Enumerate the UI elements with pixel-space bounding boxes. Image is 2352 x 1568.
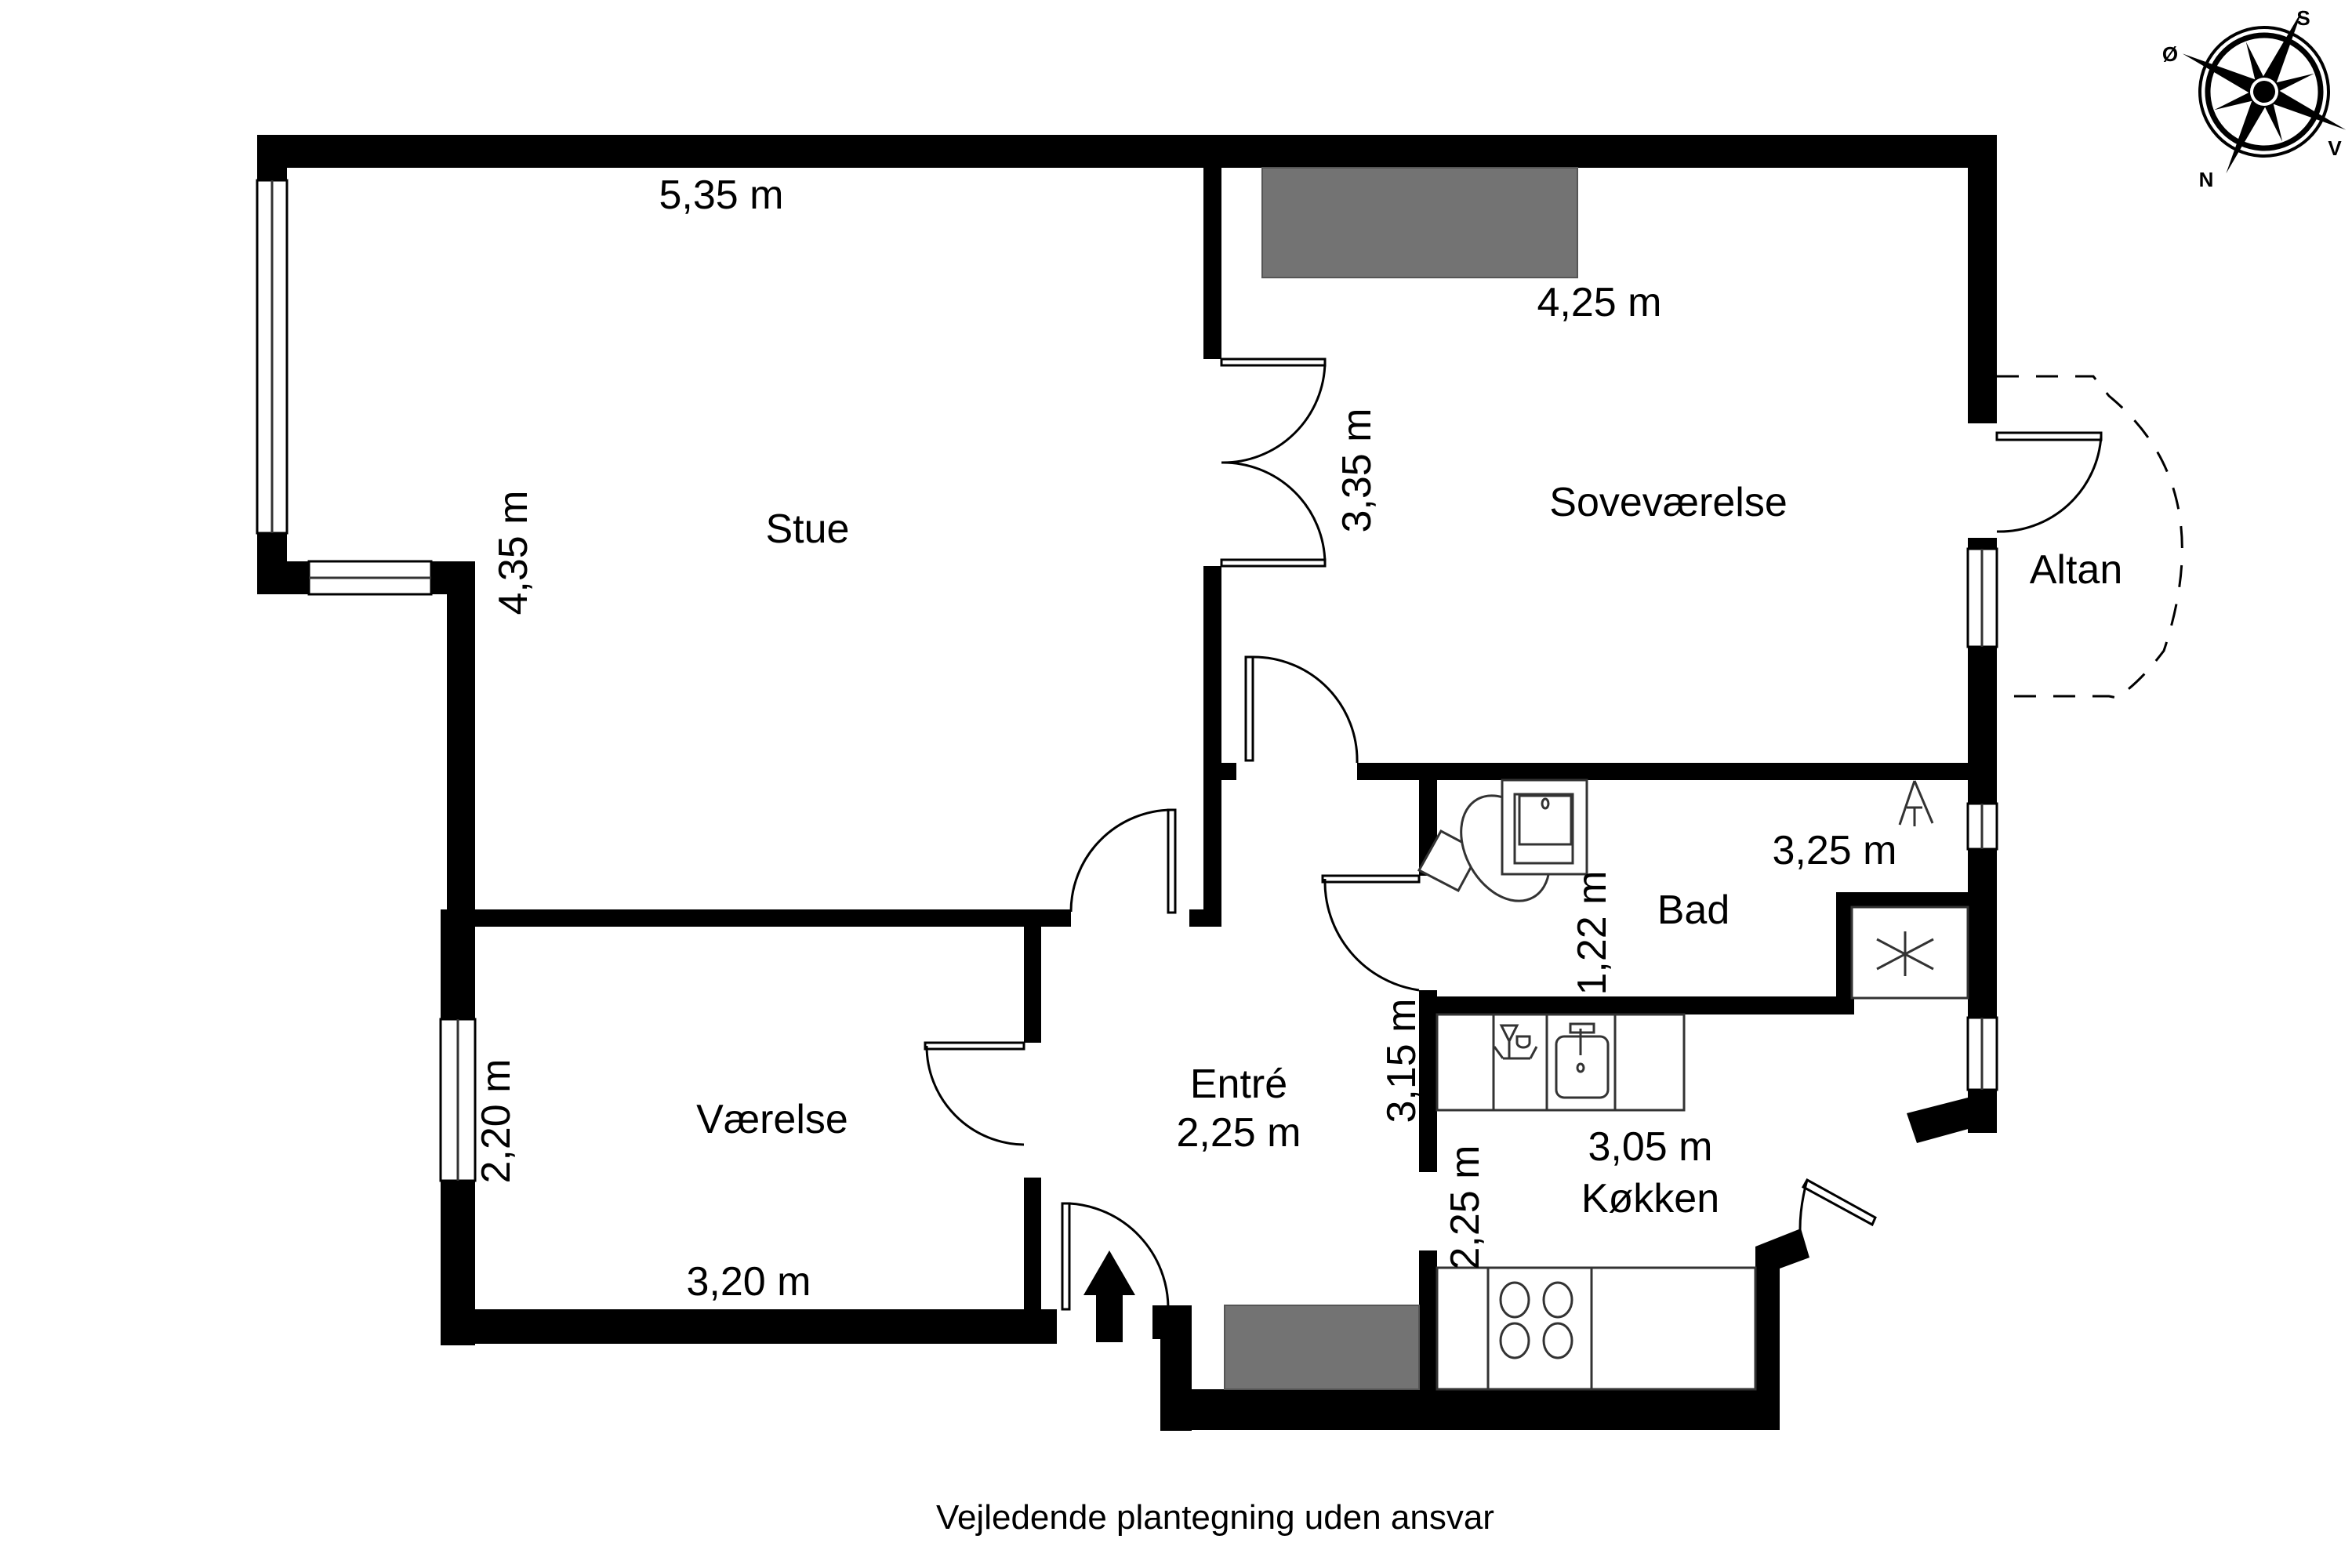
stue-depth-label: 4,35 m xyxy=(491,491,536,615)
vaerelse-name-label: Værelse xyxy=(696,1097,848,1142)
door-hall-sovevaerelse xyxy=(1244,655,1359,764)
double-door-stue-sovevaerelse xyxy=(1220,358,1327,568)
vaerelse-depth-label: 2,20 m xyxy=(474,1059,519,1184)
entre-name-label: Entré xyxy=(1190,1062,1287,1107)
kitchen-counter-lower xyxy=(1436,1266,1757,1391)
windows xyxy=(256,179,1998,1182)
door-front xyxy=(1061,1202,1170,1311)
door-altan xyxy=(1995,375,2183,699)
labels: 5,35 m Stue 4,35 m 4,25 m Soveværelse 3,… xyxy=(474,172,2122,1305)
wardrobe-sovevaerelse xyxy=(1261,167,1578,278)
kitchen-counter-upper xyxy=(1436,1013,1686,1112)
doors xyxy=(924,358,2183,1311)
vaerelse-width-label: 3,20 m xyxy=(687,1259,811,1305)
compass-label-north: N xyxy=(2199,168,2214,191)
bad-name-label: Bad xyxy=(1657,887,1730,933)
entrance-arrow-icon xyxy=(1083,1250,1135,1342)
compass-rose-icon xyxy=(2182,9,2347,174)
dishwasher-icon xyxy=(1493,1024,1538,1060)
door-bad xyxy=(1321,874,1421,992)
stue-name-label: Stue xyxy=(766,506,850,552)
freezer-snowflake-icon xyxy=(1850,906,1969,1000)
bad-width-label: 3,25 m xyxy=(1773,828,1897,873)
door-stue-entre xyxy=(1069,808,1177,914)
stue-width-label: 5,35 m xyxy=(659,172,784,218)
compass-label-south: S xyxy=(2296,6,2310,30)
compass-label-west: V xyxy=(2328,136,2342,160)
fixtures xyxy=(1083,167,1969,1391)
shower-icon xyxy=(1501,779,1588,876)
sovevaerelse-depth-label: 3,35 m xyxy=(1334,408,1380,533)
sovevaerelse-width-label: 4,25 m xyxy=(1537,280,1662,325)
sovevaerelse-name-label: Soveværelse xyxy=(1549,480,1787,525)
closet-entre xyxy=(1224,1305,1420,1390)
altan-name-label: Altan xyxy=(2030,547,2123,593)
compass-label-east: Ø xyxy=(2162,42,2178,66)
stove-hob-icon xyxy=(1499,1281,1573,1359)
disclaimer-text: Vejledende plantegning uden ansvar xyxy=(936,1498,1494,1537)
kokken-depth-label: 2,25 m xyxy=(1443,1145,1488,1270)
door-vaerelse xyxy=(924,1041,1025,1146)
walls xyxy=(257,135,1997,1431)
door-kitchen-bay xyxy=(1798,1178,1877,1259)
kokken-width-label: 3,05 m xyxy=(1588,1124,1713,1170)
shower-head-icon xyxy=(1898,780,1934,826)
entre-depth-label: 3,15 m xyxy=(1379,999,1425,1123)
entre-width-label: 2,25 m xyxy=(1177,1110,1301,1156)
kitchen-sink-icon xyxy=(1555,1022,1610,1099)
bad-depth-label: 1,22 m xyxy=(1570,871,1615,996)
kokken-name-label: Køkken xyxy=(1581,1176,1719,1221)
